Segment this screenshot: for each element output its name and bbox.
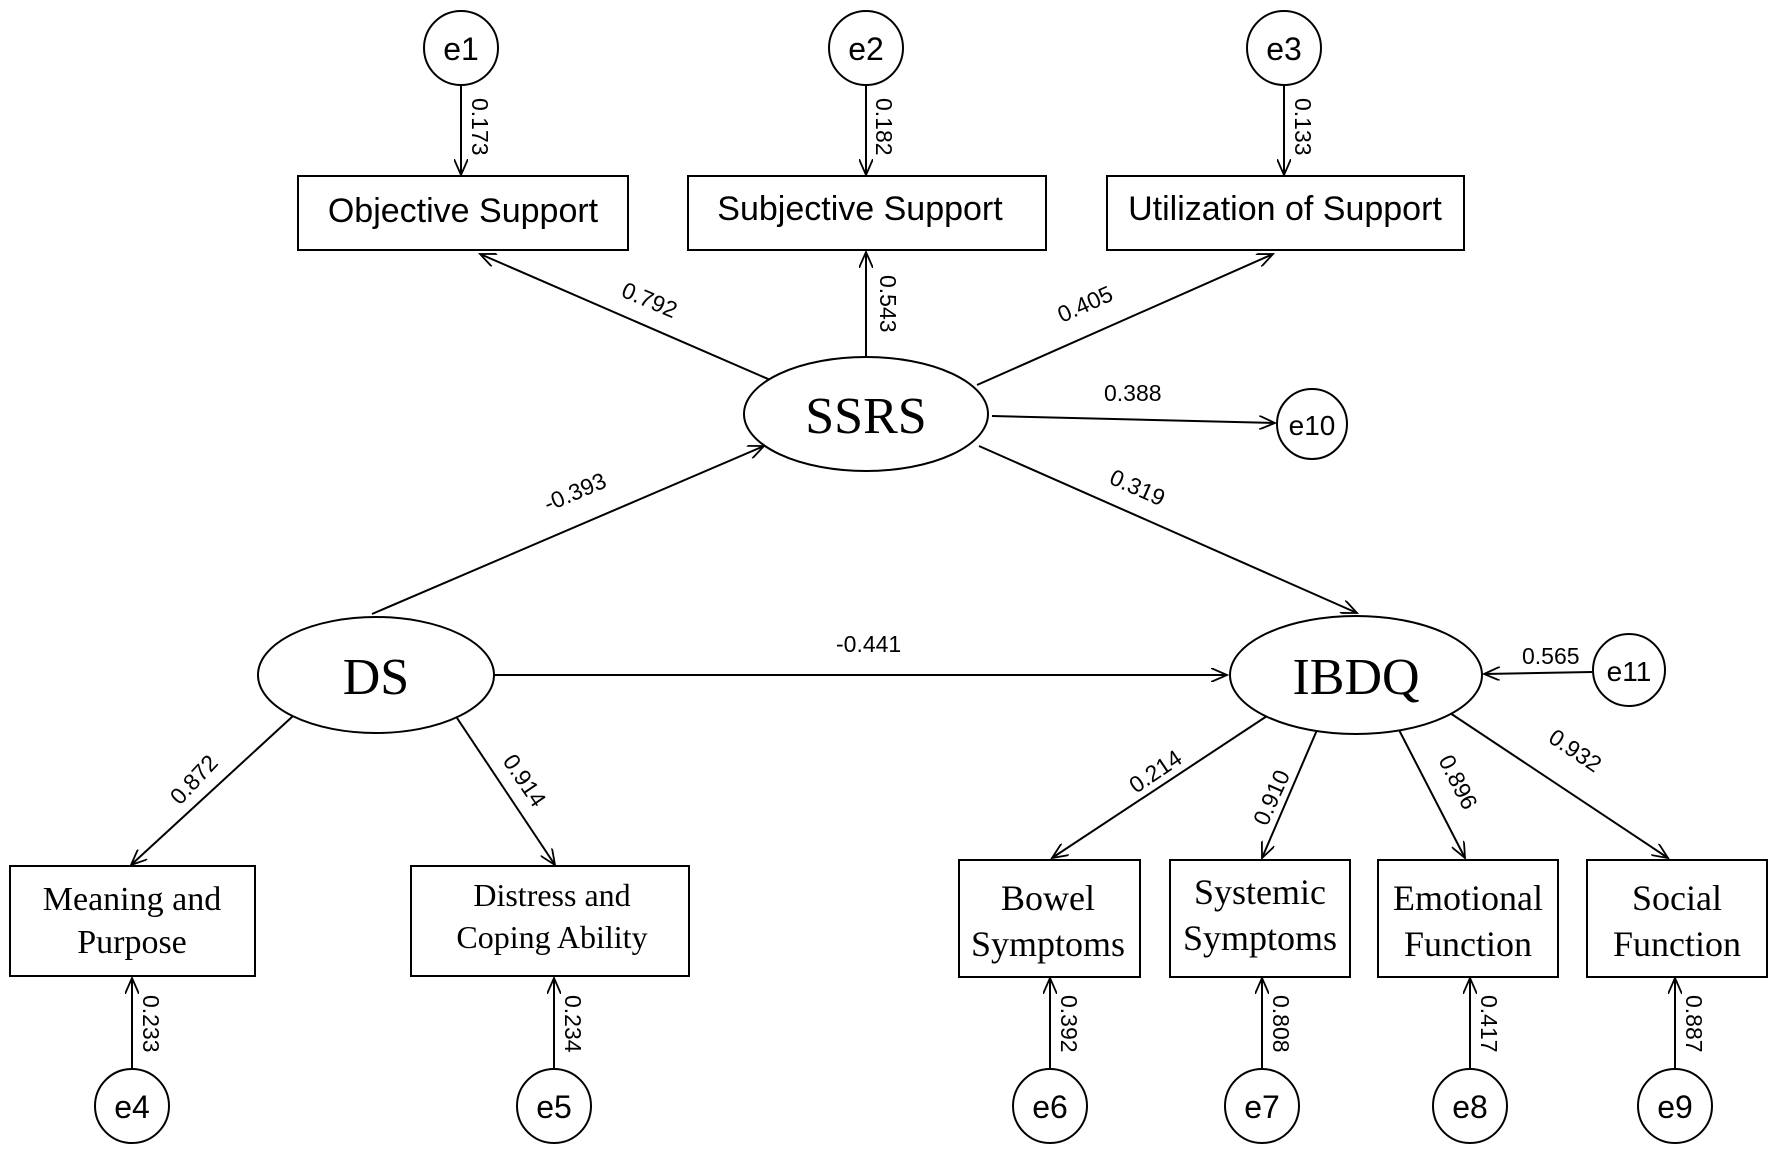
indicator-distress-coping-line1: Distress and [473,877,630,913]
indicator-meaning-purpose-line1: Meaning and [43,881,221,918]
path-ds-distress [456,717,555,865]
coef-ibdq-emotional: 0.896 [1434,750,1483,813]
indicator-subjective-support: Subjective Support [687,175,1047,251]
error-e8-label: e8 [1452,1089,1488,1125]
indicator-utilization-support: Utilization of Support [1106,175,1465,251]
error-e10: e10 [1276,388,1348,460]
indicator-objective-support: Objective Support [297,175,629,251]
error-e7: e7 [1224,1068,1300,1144]
coef-ssrs-e10: 0.388 [1104,380,1162,406]
coef-ssrs-ibdq: 0.319 [1106,464,1169,511]
error-e8: e8 [1432,1068,1508,1144]
indicator-meaning-purpose: Meaning and Purpose [9,865,256,977]
path-ssrs-ibdq [978,445,1357,614]
coef-ibdq-social: 0.932 [1544,724,1606,778]
indicator-bowel-symptoms: Bowel Symptoms [958,859,1141,978]
error-e1-label: e1 [443,31,479,67]
latent-ibdq: IBDQ [1229,615,1483,735]
error-e2-label: e2 [848,31,884,67]
indicator-systemic-symptoms-line1: Systemic [1194,872,1326,912]
indicator-bowel-symptoms-line1: Bowel [1001,878,1095,918]
coef-ds-distress: 0.914 [498,749,552,811]
error-e11: e11 [1592,633,1666,707]
coef-ssrs-subjective: 0.543 [875,275,901,333]
coef-e11-ibdq: 0.565 [1522,643,1580,669]
path-ibdq-social [1449,712,1668,858]
indicator-social-function-line1: Social [1632,878,1722,918]
coef-e1-objective: 0.173 [467,98,493,156]
coef-e2-subjective: 0.182 [871,98,897,156]
path-ds-meaning [131,715,294,865]
coef-e4-meaning: 0.233 [138,995,164,1053]
indicator-distress-coping-line2: Coping Ability [456,919,647,955]
error-e2: e2 [828,10,904,86]
path-ssrs-e10 [991,415,1275,423]
coef-e3-utilization: 0.133 [1290,98,1316,156]
path-e11-ibdq [1484,672,1593,674]
error-e3-label: e3 [1266,31,1302,67]
latent-ssrs: SSRS [743,356,989,472]
coef-ds-meaning: 0.872 [165,750,223,810]
path-ibdq-systemic [1262,729,1318,858]
indicator-distress-coping: Distress and Coping Ability [410,865,690,977]
coef-ssrs-utilization: 0.405 [1053,280,1116,327]
error-e6: e6 [1012,1068,1088,1144]
coef-e7-systemic: 0.808 [1268,995,1294,1053]
indicator-emotional-function-line1: Emotional [1393,878,1543,918]
indicator-emotional-function-line2: Function [1404,924,1532,964]
error-e5-label: e5 [536,1089,572,1125]
error-e4-label: e4 [114,1089,150,1125]
paths [131,85,1675,1068]
path-ibdq-bowel [1052,715,1268,858]
error-e7-label: e7 [1244,1089,1280,1125]
latent-ds-label: DS [343,649,409,706]
indicator-social-function: Social Function [1586,859,1768,978]
indicator-meaning-purpose-line2: Purpose [77,924,187,961]
indicator-emotional-function: Emotional Function [1377,859,1559,978]
indicator-utilization-support-label: Utilization of Support [1128,190,1442,228]
latent-ibdq-label: IBDQ [1292,649,1419,706]
path-ssrs-utilization [976,253,1273,386]
error-e6-label: e6 [1032,1089,1068,1125]
coef-ds-ibdq: -0.441 [836,631,901,657]
error-e10-label: e10 [1289,410,1336,441]
indicator-subjective-support-label: Subjective Support [717,190,1003,228]
coef-ssrs-objective: 0.792 [618,277,681,323]
indicator-systemic-symptoms: Systemic Symptoms [1169,859,1351,978]
error-e9: e9 [1637,1068,1713,1144]
latent-ssrs-label: SSRS [805,388,926,445]
error-e4: e4 [94,1068,170,1144]
path-ds-ssrs [371,446,764,615]
path-ssrs-objective [480,254,776,383]
path-ibdq-emotional [1397,727,1465,858]
error-e5: e5 [516,1068,592,1144]
coef-e6-bowel: 0.392 [1056,995,1082,1053]
indicator-bowel-symptoms-line2: Symptoms [971,924,1125,964]
error-e1: e1 [423,10,499,86]
coef-ds-ssrs: -0.393 [540,467,610,516]
indicator-social-function-line2: Function [1613,924,1741,964]
error-e9-label: e9 [1657,1089,1693,1125]
indicator-systemic-symptoms-line2: Symptoms [1183,918,1337,958]
latent-ds: DS [257,616,495,734]
error-e11-label: e11 [1607,656,1652,687]
coef-e5-distress: 0.234 [560,995,586,1053]
coef-e9-social: 0.887 [1681,995,1707,1053]
error-e3: e3 [1246,10,1322,86]
coef-e8-emotional: 0.417 [1476,995,1502,1053]
indicator-objective-support-label: Objective Support [328,192,599,230]
